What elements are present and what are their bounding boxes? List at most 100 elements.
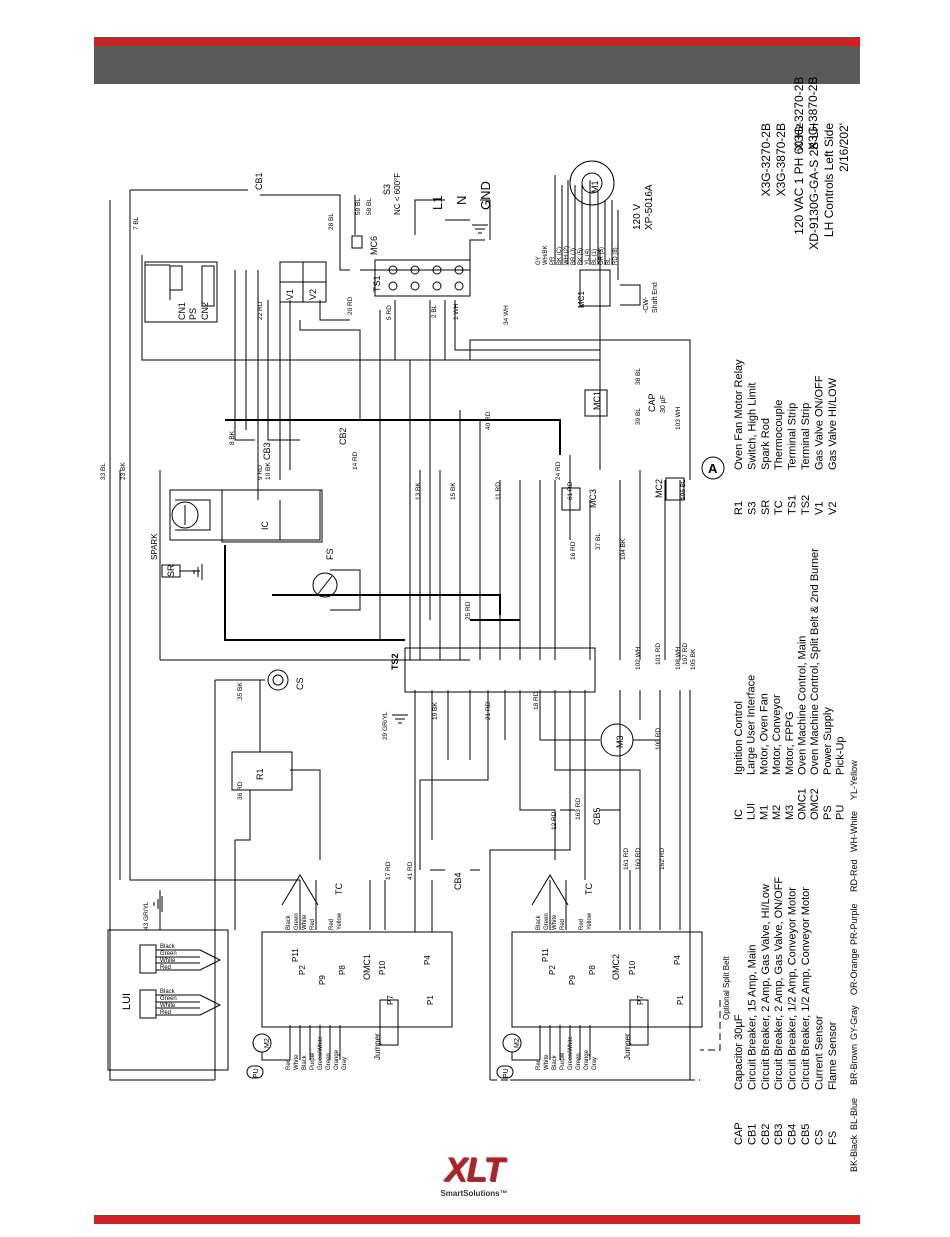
legend-desc-cb2: Circuit Breaker, 2 Amp, Gas Valve, HI/Lo… [760, 884, 772, 1090]
wire-label-21-rd: 21 RD [485, 701, 492, 720]
v1-label: V1 [285, 289, 295, 300]
omc1-tc-yellow: Yellow [337, 912, 343, 930]
color-key-3: GY-Gray [849, 1005, 859, 1040]
ts1-label: TS1 [372, 275, 382, 292]
omc1-tc-red: Red [329, 919, 335, 930]
wire-label-41-rd: 41 RD [407, 861, 414, 880]
lui-wire-a-red: Red [160, 965, 171, 971]
wire-label-1-wh: 1 WH [453, 303, 460, 320]
m2-label-1: M2 [264, 1038, 271, 1048]
motor-shaft: Shaft End [652, 282, 659, 313]
omc1-p8: P8 [338, 965, 347, 975]
pu-label-1: PU [253, 1068, 260, 1078]
legend-code-cb4: CB4 [787, 1124, 799, 1145]
cb5-label: CB5 [592, 807, 602, 825]
wire-label-38-bl: 38 BL [635, 368, 642, 385]
omc2-p2: P2 [548, 965, 557, 975]
cap-value: 30 µF [660, 395, 667, 413]
legend-code-ts1: TS1 [787, 495, 799, 515]
omc1-wire-green: Green [294, 913, 300, 930]
m2-label-2: M2 [514, 1038, 521, 1048]
omc1-p7: P7 [386, 995, 395, 1005]
mc2-label: MC2 [654, 479, 664, 498]
r1-label: R1 [255, 768, 265, 780]
sr-label: SR [166, 564, 176, 577]
omc1-label: OMC1 [362, 954, 372, 980]
a-marker: A [708, 461, 718, 476]
legend-desc-sr: Spark Rod [760, 418, 772, 470]
legend-code-cb1: CB1 [746, 1124, 758, 1145]
v2-label: V2 [308, 289, 318, 300]
omc1-wire-black: Black [286, 914, 292, 930]
color-key-4: OR-Orange [849, 948, 859, 995]
m1-lead-4: WH (2) [564, 246, 570, 265]
legend-desc-fs: Flame Sensor [827, 1021, 839, 1090]
lui-wire-b-red: Red [160, 1010, 171, 1016]
legend-desc-cb3: Circuit Breaker, 2 Amp, Gas Valve, ON/OF… [773, 877, 785, 1090]
omc1-m2-wire-4: Green/White [318, 1036, 324, 1070]
omc2-label: OMC2 [611, 954, 621, 980]
color-key-2: BR-Brown [849, 1044, 859, 1085]
color-key-0: BK-Black [849, 1134, 859, 1172]
omc2-tc-yellow: Yellow [587, 912, 593, 930]
m1-lead-5: BR (J) [571, 248, 577, 265]
wire-label-35-bk: 35 BK [237, 682, 244, 700]
legend-code-ts2: TS2 [800, 495, 812, 515]
wire-label-163-rd: 163 RD [575, 798, 582, 820]
legend-desc-cb5: Circuit Breaker, 1/2 Amp, Conveyor Motor [800, 887, 812, 1090]
legend-desc-m2: Motor, Conveyor [771, 694, 783, 775]
omc1-p10: P10 [378, 960, 387, 975]
legend-code-r1: R1 [733, 501, 745, 515]
m1-lead-7: YL (4) [585, 249, 591, 265]
wire-label-16-rd: 16 RD [570, 541, 577, 560]
wire-label-107-rd: 107 RD [682, 643, 689, 665]
wire-label-160-rd: 160 RD [635, 848, 642, 870]
legend-desc-s3: Switch, High Limit [746, 383, 758, 470]
cb1-label: CB1 [254, 172, 264, 190]
wire-label-23-bk: 23 BK [120, 462, 127, 480]
lui-wire-b-black: Black [160, 989, 176, 995]
omc2-p4: P4 [673, 955, 682, 965]
legend-code-lui: LUI [746, 803, 758, 820]
legend-code-cb3: CB3 [773, 1124, 785, 1145]
legend-desc-tc: Thermocouple [773, 400, 785, 470]
omc1-m2-wire-7: Gray [342, 1057, 348, 1070]
legend-code-m2: M2 [771, 805, 783, 820]
legend-code-ps: PS [822, 805, 834, 820]
title-controls: LH Controls Left Side [822, 123, 836, 237]
wire-label-34-wh: 34 WH [503, 305, 510, 325]
m1-lead-1: WH/BK [543, 245, 549, 265]
footer-red-band [94, 1215, 860, 1224]
s3-label: S3 [382, 184, 392, 195]
legend-code-s3: S3 [746, 502, 758, 515]
legend-code-cs: CS [813, 1130, 825, 1145]
legend-code-cb2: CB2 [760, 1124, 772, 1145]
cb2-label: CB2 [338, 427, 348, 445]
omc1-m2-wire-3: Purple [310, 1052, 316, 1070]
wire-label-28-bl: 28 BL [328, 213, 335, 230]
wire-label-25-rd: 25 RD [465, 601, 472, 620]
legend-code-v2: V2 [827, 502, 839, 515]
wire-label-24-rd: 24 RD [555, 461, 562, 480]
legend-code-pu: PU [835, 805, 847, 820]
omc1-p4: P4 [423, 955, 432, 965]
wire-label-22-rd: 22 RD [257, 301, 264, 320]
wire-label-19-bk: 19 BK [432, 702, 439, 720]
model-2: X3G-3870-2B [806, 77, 820, 150]
wire-label-103-wh: 103 WH [675, 406, 682, 430]
omc2-m2-wire-4: Green/White [568, 1036, 574, 1070]
model-1: X3G-3270-2B [792, 77, 806, 150]
m1-lead-11: RD (8) [613, 247, 619, 265]
wire-label-43-gr-yl: 43 GR/YL [143, 901, 150, 930]
gnd-label: GND [478, 181, 493, 210]
wire-label-29-gr-yl: 29 GR/YL [382, 711, 389, 740]
wire-label-104-bk: 104 BK [620, 538, 627, 560]
omc1-p2: P2 [298, 965, 307, 975]
legend-code-m3: M3 [784, 805, 796, 820]
wire-label-37-bl: 37 BL [595, 533, 602, 550]
omc1-m2-wire-2: Black [302, 1054, 308, 1070]
lui-label: LUI [121, 993, 133, 1010]
motor-part: XP-5016A [644, 184, 655, 230]
xlt-logo: XLT SmartSolutions™ [424, 1153, 524, 1201]
